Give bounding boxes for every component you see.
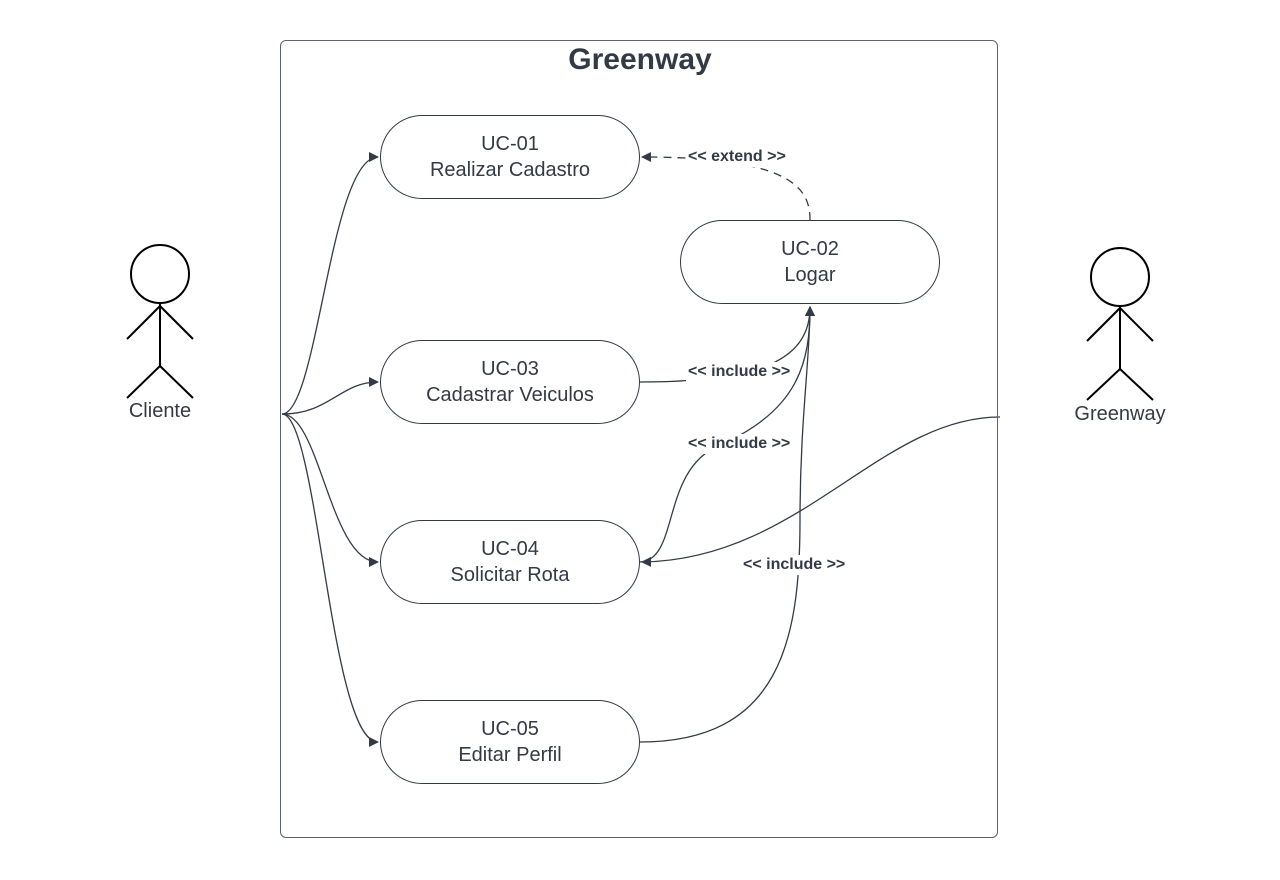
assoc-cliente-uc01 [281,152,379,415]
assoc-cliente-uc05 [281,413,379,747]
usecase-uc01-name: Realizar Cadastro [429,159,591,181]
usecase-uc02[interactable]: UC-02 Logar [680,220,940,304]
assoc-cliente-uc04 [281,413,379,567]
system-title: Greenway [568,43,712,76]
include-uc05-uc02 [639,306,815,743]
assoc-greenway-uc04 [641,416,1001,567]
usecase-uc01-id: UC-01 [481,133,539,155]
usecase-uc04[interactable]: UC-04 Solicitar Rota [380,520,640,604]
actor-cliente-label: Cliente [128,400,192,422]
usecase-uc03[interactable]: UC-03 Cadastrar Veiculos [380,340,640,424]
actor-cliente-figure [126,244,194,399]
include-label-uc05: << include >> [741,555,848,575]
usecase-uc02-id: UC-02 [781,238,839,260]
usecase-uc03-name: Cadastrar Veiculos [426,384,594,406]
usecase-uc01[interactable]: UC-01 Realizar Cadastro [380,115,640,199]
system-boundary [280,40,998,838]
extend-label: << extend >> [686,147,788,167]
usecase-uc04-name: Solicitar Rota [450,564,570,586]
usecase-uc05[interactable]: UC-05 Editar Perfil [380,700,640,784]
usecase-uc03-id: UC-03 [481,358,539,380]
include-label-uc04: << include >> [686,434,793,454]
usecase-uc02-name: Logar [784,264,836,286]
usecase-uc05-id: UC-05 [481,718,539,740]
usecase-uc05-name: Editar Perfil [458,744,562,766]
assoc-cliente-uc03 [281,377,379,415]
actor-greenway-figure [1086,247,1154,401]
include-label-uc03: << include >> [686,362,793,382]
actor-greenway-label: Greenway [1074,403,1166,425]
usecase-uc04-id: UC-04 [481,538,539,560]
